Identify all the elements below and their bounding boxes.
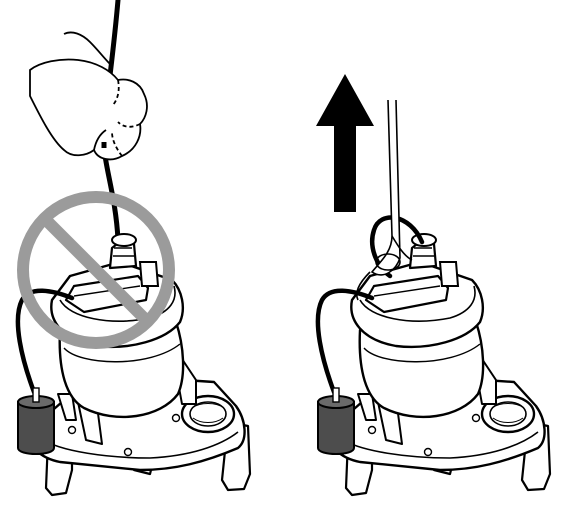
prohibition-icon [17,191,175,349]
float-switch-right [317,387,355,455]
float-switch-left [17,387,55,455]
sump-pump-left [18,234,250,495]
lift-arrow-icon [316,74,374,212]
panel-right-way [316,74,550,495]
sump-pump-right [318,234,550,495]
lifting-rope [355,99,413,301]
panel-wrong-way [18,0,250,495]
hand-icon [29,31,148,161]
